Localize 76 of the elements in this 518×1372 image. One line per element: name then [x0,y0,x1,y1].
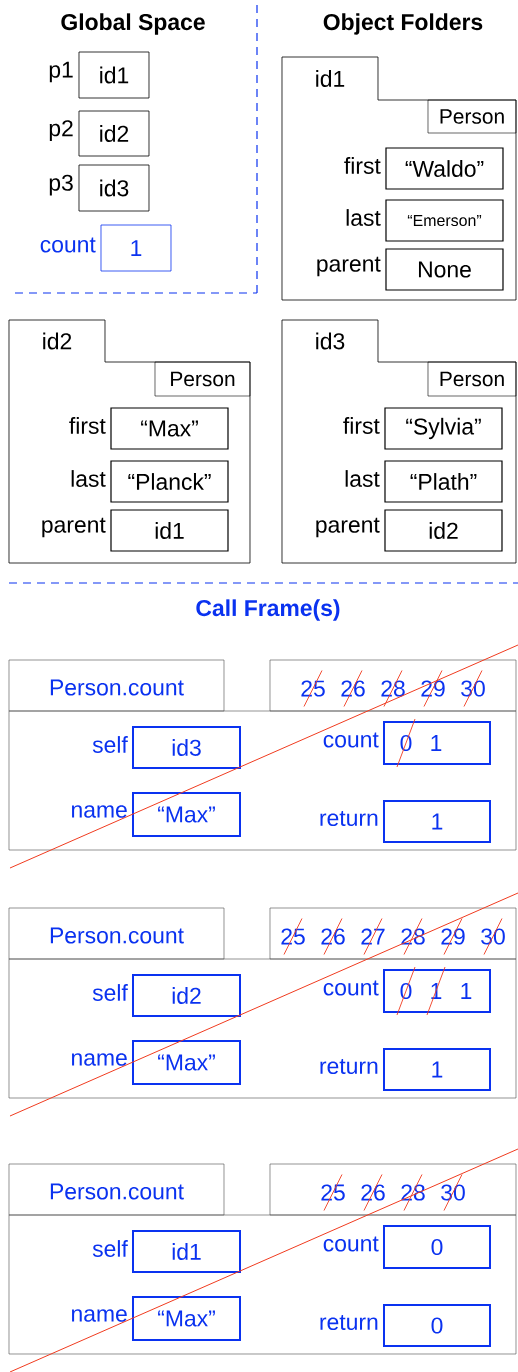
value-box: id1 [110,509,229,552]
frame-name-box: Person.count [8,659,225,712]
value-box: id2 [78,110,150,157]
value-box: id2 [384,509,503,552]
value-box: “Sylvia” [384,407,503,450]
field-label: count [323,1236,379,1252]
field-label: p3 [49,174,73,196]
struck-line-number: 28 [381,670,405,707]
value-box: None [385,248,504,291]
struck-line-number: 29 [441,918,465,955]
frame-name-box: Person.count [8,907,225,960]
class-name-box: Person [427,99,517,134]
struck-line-number: 30 [461,670,485,707]
struck-value: 0 [396,966,416,1016]
field-label: name [72,1309,127,1322]
section-title: Object Folders [323,13,483,35]
struck-line-number: 26 [341,670,365,707]
section-title: Call Frame(s) [196,599,340,621]
struck-line-number: 25 [321,1174,345,1211]
struck-line-number: 26 [361,1174,385,1211]
value-box: “Waldo” [385,147,504,190]
field-label: self [92,736,128,753]
class-name-box: Person [154,361,251,397]
value-box: id2 [132,974,241,1017]
field-label: parent [317,256,381,277]
value-box: “Max” [132,792,241,837]
struck-line-number: 30 [441,1174,465,1211]
field-label: return [320,1059,378,1074]
field-label: self [92,1240,128,1257]
struck-line-number: 30 [481,918,505,955]
field-label: self [92,984,128,1001]
struck-line-number: 29 [421,670,445,707]
field-label: return [320,1315,378,1330]
field-label: last [71,470,106,487]
value-box: id3 [78,164,150,212]
field-label: count [323,732,379,748]
value-box: 1 [383,800,491,843]
value-box: “Plath” [384,460,503,503]
field-label: first [343,417,380,434]
value-box: id1 [78,51,150,99]
field-label: name [72,1053,127,1066]
field-label: parent [42,517,106,538]
value-box: “Emerson” [385,199,504,242]
struck-value: 1 [426,966,446,1016]
value-text: 1 [431,735,442,751]
value-box: id3 [132,726,241,769]
value-text: 1 [461,983,472,999]
field-label: count [40,237,96,253]
field-label: p1 [49,61,73,83]
value-box: “Max” [132,1296,241,1341]
class-name-box: Person [427,361,517,397]
struck-value: 0 [396,718,416,768]
field-label: count [323,980,379,996]
value-box [383,966,491,1016]
value-box: 1 [383,1048,491,1091]
field-label: return [320,811,378,826]
struck-line-number: 25 [301,670,325,707]
field-label: parent [316,517,380,538]
value-box: “Max” [132,1040,241,1085]
frame-name-box: Person.count [8,1163,225,1216]
field-label: first [344,157,381,174]
value-box: 1 [100,224,172,272]
struck-line-number: 26 [321,918,345,955]
struck-line-number: 25 [281,918,305,955]
struck-line-number: 27 [361,918,385,955]
value-box: “Planck” [110,460,229,503]
value-box: id1 [132,1230,241,1273]
field-label: first [69,417,106,434]
value-box: “Max” [110,407,229,450]
field-label: last [345,470,380,487]
value-box: 0 [383,1304,491,1347]
field-label: last [346,209,381,226]
value-box [383,718,491,768]
field-label: name [72,805,127,818]
field-label: p2 [49,120,73,141]
value-box: 0 [383,1225,491,1269]
